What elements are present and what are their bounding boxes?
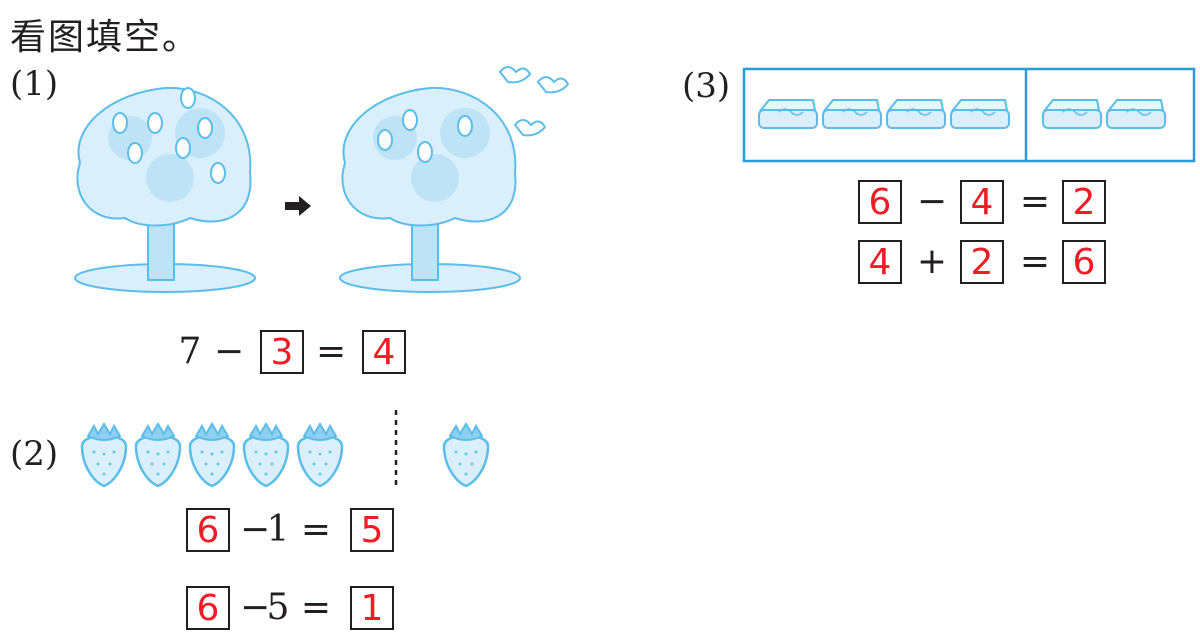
answer-box[interactable]: 2	[1062, 180, 1106, 224]
tree-with-birds-icon	[74, 86, 256, 293]
equation-1: 7 − 3 = 4	[178, 330, 418, 374]
plus-sign: +	[916, 241, 948, 282]
equals-sign: =	[316, 331, 347, 372]
equation-3a: 6 − 4 = 2	[858, 180, 1118, 224]
arrow-right-icon	[285, 196, 311, 216]
eraser-grouping-frame	[742, 67, 1196, 163]
equals-sign: =	[300, 587, 332, 628]
minus-sign: −	[240, 509, 271, 550]
page-title: 看图填空。	[10, 17, 201, 58]
answer-box[interactable]: 5	[350, 508, 394, 552]
answer-box[interactable]: 3	[260, 330, 304, 374]
minus-sign: −	[240, 587, 271, 628]
minus-sign: −	[916, 181, 948, 222]
number-subtrahend: 1	[266, 509, 290, 550]
answer-box[interactable]: 6	[186, 508, 230, 552]
equation-2b: 6 − 5 = 1	[186, 586, 426, 630]
answer-box[interactable]: 4	[362, 330, 406, 374]
problem-3-label: (3)	[682, 66, 731, 106]
answer-box[interactable]: 1	[350, 586, 394, 630]
number-subtrahend: 5	[266, 587, 290, 628]
equals-sign: =	[300, 509, 332, 550]
answer-box[interactable]: 6	[186, 586, 230, 630]
strawberry-row	[80, 410, 490, 490]
answer-box[interactable]: 4	[858, 240, 902, 284]
tree-with-birds-icon	[339, 66, 570, 293]
equation-3b: 4 + 2 = 6	[858, 240, 1118, 284]
answer-box[interactable]: 6	[1062, 240, 1106, 284]
problem-2-label: (2)	[10, 434, 59, 474]
minus-sign: −	[214, 331, 245, 372]
number-minuend: 7	[178, 331, 202, 372]
answer-box[interactable]: 2	[960, 240, 1004, 284]
answer-box[interactable]: 6	[858, 180, 902, 224]
equation-2a: 6 − 1 = 5	[186, 508, 426, 552]
equals-sign: =	[1019, 241, 1051, 282]
equals-sign: =	[1019, 181, 1051, 222]
problem-1-label: (1)	[10, 64, 59, 104]
answer-box[interactable]: 4	[960, 180, 1004, 224]
